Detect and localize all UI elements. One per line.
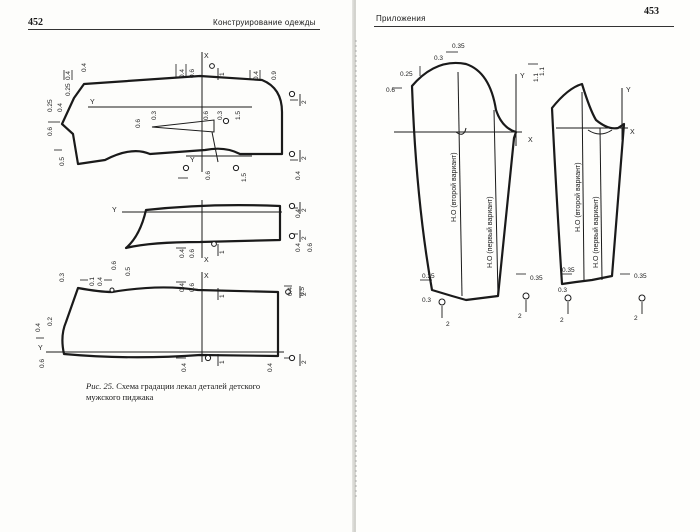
page-number-left: 452 bbox=[28, 17, 43, 28]
axis-x-label-right-1: X bbox=[528, 137, 533, 144]
svg-text:0.4: 0.4 bbox=[295, 209, 302, 218]
svg-text:0.5: 0.5 bbox=[299, 287, 306, 296]
svg-text:0.6: 0.6 bbox=[205, 171, 212, 180]
svg-text:0.6: 0.6 bbox=[386, 87, 395, 94]
svg-text:0.3: 0.3 bbox=[434, 55, 443, 62]
svg-text:0.3: 0.3 bbox=[217, 111, 224, 120]
back-piece-outline bbox=[61, 286, 280, 359]
svg-text:1.5: 1.5 bbox=[235, 111, 242, 120]
svg-text:1: 1 bbox=[219, 294, 226, 298]
svg-text:0.6: 0.6 bbox=[307, 243, 314, 252]
running-head-right: Приложения bbox=[376, 14, 426, 23]
svg-text:0.4: 0.4 bbox=[35, 323, 42, 332]
svg-text:0.4: 0.4 bbox=[267, 363, 274, 372]
svg-text:0.3: 0.3 bbox=[59, 273, 66, 282]
svg-text:0.4: 0.4 bbox=[97, 277, 104, 286]
svg-text:0.6: 0.6 bbox=[111, 261, 118, 270]
grain-line-second-variant-2: Н.О (второй вариант) bbox=[574, 162, 582, 232]
grain-line-first-variant-2: Н.О (первый вариант) bbox=[592, 196, 600, 268]
running-head-left: Конструирование одежды bbox=[213, 18, 316, 27]
svg-text:0.6: 0.6 bbox=[189, 249, 196, 258]
svg-text:0.35: 0.35 bbox=[452, 43, 465, 50]
svg-text:Y: Y bbox=[626, 87, 631, 94]
svg-text:0.25: 0.25 bbox=[47, 99, 54, 112]
svg-text:0.5: 0.5 bbox=[125, 267, 132, 276]
svg-text:Y: Y bbox=[112, 207, 117, 214]
axis-x-label-1: X bbox=[204, 53, 209, 60]
svg-text:0.3: 0.3 bbox=[558, 287, 567, 294]
svg-text:1: 1 bbox=[219, 360, 226, 364]
axis-y-label-1: Y bbox=[90, 99, 95, 106]
svg-text:2: 2 bbox=[301, 236, 308, 240]
svg-text:0.35: 0.35 bbox=[634, 273, 647, 280]
svg-text:0.6: 0.6 bbox=[203, 111, 210, 120]
svg-text:0.4: 0.4 bbox=[295, 171, 302, 180]
svg-text:2: 2 bbox=[301, 360, 308, 364]
svg-text:2: 2 bbox=[301, 100, 308, 104]
figure-caption-text: Схема градации лекал деталей детского му… bbox=[86, 381, 261, 402]
svg-text:0.3: 0.3 bbox=[151, 111, 158, 120]
svg-text:0.4: 0.4 bbox=[65, 71, 72, 80]
svg-text:0.35: 0.35 bbox=[530, 275, 543, 282]
svg-text:2: 2 bbox=[301, 292, 308, 296]
svg-text:X: X bbox=[630, 129, 635, 136]
sleeve-lower-outline bbox=[550, 82, 626, 286]
header-rule-right bbox=[374, 26, 674, 27]
figure-label: Рис. 25. bbox=[86, 381, 115, 391]
svg-text:Y: Y bbox=[190, 157, 195, 164]
svg-text:0.6: 0.6 bbox=[189, 69, 196, 78]
svg-text:1: 1 bbox=[219, 72, 226, 76]
svg-text:1: 1 bbox=[219, 250, 226, 254]
svg-text:0.4: 0.4 bbox=[179, 283, 186, 292]
svg-text:0.4: 0.4 bbox=[179, 69, 186, 78]
svg-text:2: 2 bbox=[446, 321, 450, 328]
svg-text:1.1: 1.1 bbox=[533, 73, 540, 82]
svg-text:2: 2 bbox=[560, 317, 564, 324]
book-gutter bbox=[352, 0, 358, 532]
svg-text:Y: Y bbox=[38, 345, 43, 352]
svg-text:0.9: 0.9 bbox=[271, 71, 278, 80]
svg-text:0.4: 0.4 bbox=[181, 363, 188, 372]
svg-text:1.5: 1.5 bbox=[241, 173, 248, 182]
svg-text:0.35: 0.35 bbox=[422, 273, 435, 280]
svg-text:X: X bbox=[204, 257, 209, 264]
svg-text:0.6: 0.6 bbox=[189, 283, 196, 292]
svg-text:0.25: 0.25 bbox=[400, 71, 413, 78]
svg-text:0.4: 0.4 bbox=[295, 243, 302, 252]
svg-text:0.35: 0.35 bbox=[562, 267, 575, 274]
grain-line-first-variant-1: Н.О (первый вариант) bbox=[486, 196, 494, 268]
svg-text:0.4: 0.4 bbox=[287, 287, 294, 296]
svg-text:0.6: 0.6 bbox=[39, 359, 46, 368]
svg-text:0.6: 0.6 bbox=[47, 127, 54, 136]
axis-y-label-right-1: Y bbox=[520, 73, 525, 80]
page-number-right: 453 bbox=[644, 6, 659, 17]
svg-text:0.4: 0.4 bbox=[179, 249, 186, 258]
pattern-diagram-right: Y X Y X 0.35 0.3 0.25 0.6 1.1 1.1 0.35 0… bbox=[355, 40, 647, 500]
svg-text:0.25: 0.25 bbox=[65, 83, 72, 96]
svg-text:0.3: 0.3 bbox=[422, 297, 431, 304]
header-rule-left bbox=[28, 29, 320, 30]
figure-caption: Рис. 25. Схема градации лекал деталей де… bbox=[86, 381, 296, 403]
svg-text:1.1: 1.1 bbox=[539, 67, 546, 76]
front-piece-outline bbox=[60, 74, 284, 166]
svg-text:0.4: 0.4 bbox=[81, 63, 88, 72]
right-page: Приложения 453 bbox=[355, 0, 700, 532]
svg-text:0.2: 0.2 bbox=[47, 317, 54, 326]
grain-line-second-variant-1: Н.О (второй вариант) bbox=[450, 152, 458, 222]
pattern-diagram-left: X Y Y Y X X Y 0.4 0.4 0.25 0.4 0.25 0.6 … bbox=[35, 52, 314, 372]
svg-text:0.5: 0.5 bbox=[59, 157, 66, 166]
svg-text:2: 2 bbox=[301, 156, 308, 160]
svg-text:0.4: 0.4 bbox=[253, 71, 260, 80]
svg-text:0.1: 0.1 bbox=[89, 277, 96, 286]
left-page: 452 Конструирование одежды bbox=[28, 17, 320, 403]
dart-lines bbox=[151, 119, 215, 133]
svg-text:2: 2 bbox=[518, 313, 522, 320]
svg-text:2: 2 bbox=[301, 208, 308, 212]
svg-text:0.6: 0.6 bbox=[135, 119, 142, 128]
svg-text:2: 2 bbox=[634, 315, 638, 322]
svg-text:X: X bbox=[204, 273, 209, 280]
svg-text:0.4: 0.4 bbox=[57, 103, 64, 112]
sleeve-upper-outline bbox=[410, 61, 518, 302]
